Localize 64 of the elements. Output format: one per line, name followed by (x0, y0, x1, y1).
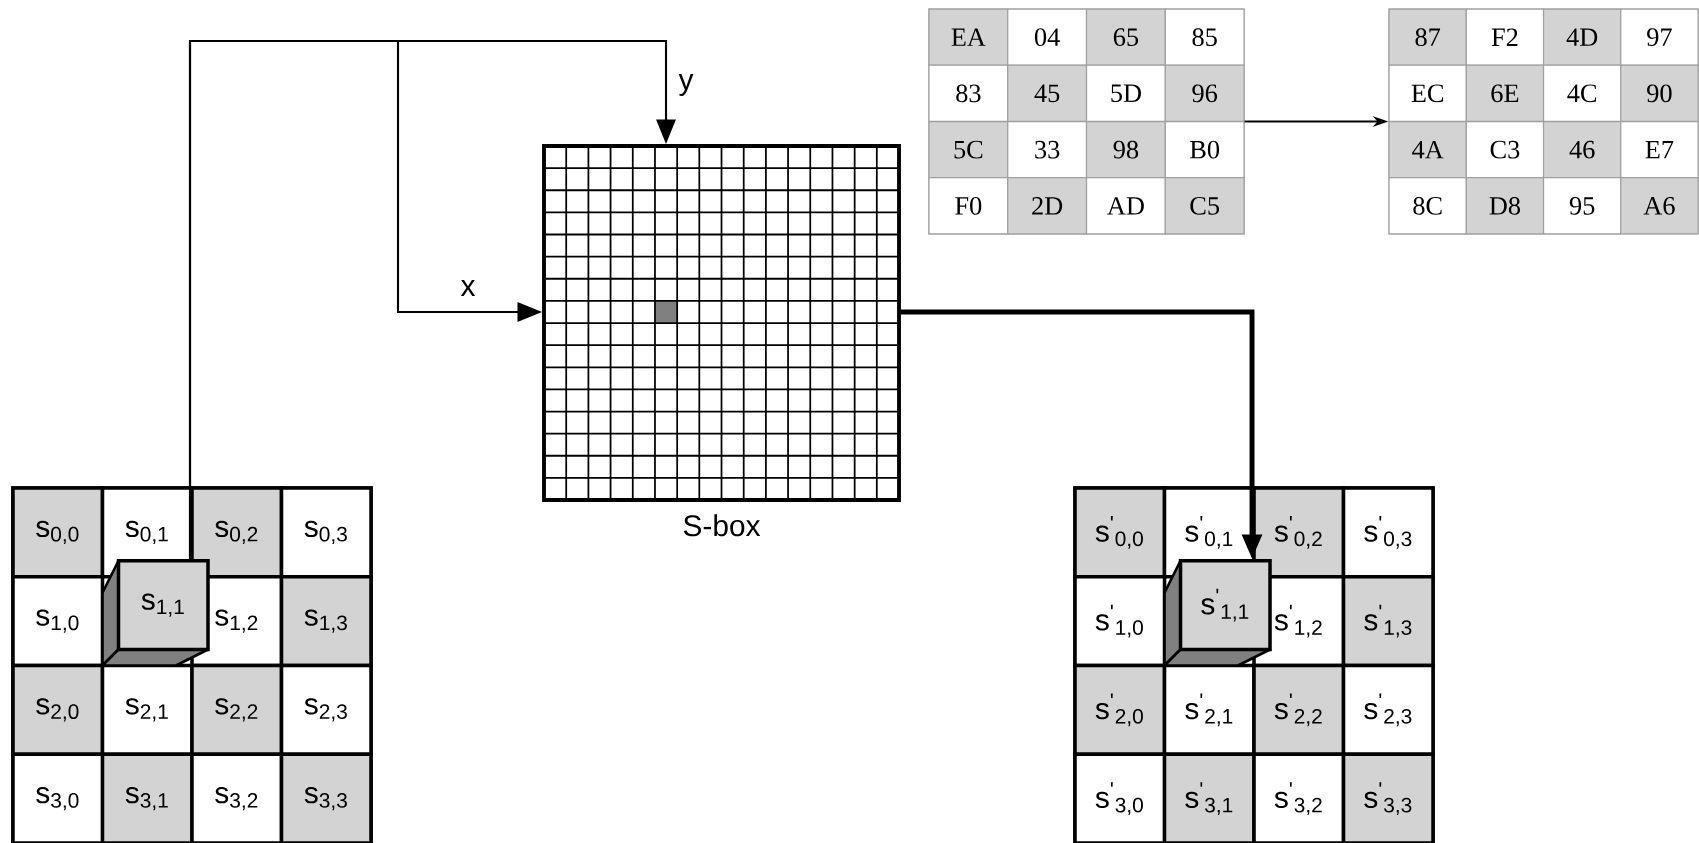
grid-cell: s$^{'}$0,2 (1252, 486, 1346, 579)
table-cell: 85 (1164, 8, 1245, 66)
table-cell: 4D (1542, 8, 1622, 66)
grid-cell: s$^{'}$1,3 (1341, 574, 1435, 668)
table-cell: 96 (1164, 64, 1245, 123)
grid-cell: s$^{'}$0,0 (1073, 486, 1167, 579)
table-cell: 97 (1620, 8, 1699, 66)
table-cell: EC (1388, 64, 1467, 123)
grid-cell: s$_{0,2}$ (190, 486, 284, 579)
grid-cell: s$_{2,0}$ (11, 663, 105, 756)
grid-cell: s$^{'}$3,2 (1252, 752, 1346, 843)
grid-cell: s$_{3,2}$ (190, 752, 284, 843)
table-cell: 5C (928, 120, 1009, 179)
table-cell: 65 (1085, 8, 1166, 66)
grid-cell: s$_{1,0}$ (11, 574, 105, 668)
table-cell: 83 (928, 64, 1009, 123)
s-box-grid: S-box (542, 144, 901, 537)
table-cell: 8C (1388, 177, 1467, 235)
edge-label: x (458, 278, 478, 298)
table-cell: 98 (1085, 120, 1166, 179)
grid-cell: s$^{'}$3,3 (1341, 752, 1435, 843)
table-cell: 33 (1007, 120, 1088, 179)
table-cell: E7 (1620, 120, 1699, 179)
grid-cell: s$^{'}$3,0 (1073, 752, 1167, 843)
table-cell: 2D (1007, 177, 1088, 235)
grid-cell: s$_{2,3}$ (279, 663, 373, 756)
table-cell: F0 (928, 177, 1009, 235)
table-cell: 46 (1542, 120, 1622, 179)
grid-cell: s$^{'}$3,1 (1162, 752, 1256, 843)
grid-cell: s$^{'}$2,2 (1252, 663, 1346, 756)
table-cell: 4A (1388, 120, 1467, 179)
table-cell: AD (1085, 177, 1166, 235)
table-cell: A6 (1620, 177, 1699, 235)
grid-cell: s$^{'}$2,1 (1162, 663, 1256, 756)
node-label: S-box (683, 514, 761, 537)
table-cell: C5 (1164, 177, 1245, 235)
grid-cell: s$_{3,0}$ (11, 752, 105, 843)
table-cell: 4C (1542, 64, 1622, 123)
grid-cell: s$^{'}$1,0 (1073, 574, 1167, 668)
table-cell: EA (928, 8, 1009, 66)
table-cell: 95 (1542, 177, 1622, 235)
grid-cell: s$_{0,3}$ (279, 486, 373, 579)
grid-cell: s$_{3,1}$ (100, 752, 194, 843)
grid-cell: s$_{2,1}$ (100, 663, 194, 756)
table-cell: C3 (1465, 120, 1545, 179)
raised-cell: s$_{1,1}$ (101, 559, 210, 667)
table-cell: 90 (1620, 64, 1699, 123)
raised-cell: s$^{'}$1,1 (1163, 559, 1272, 667)
table-cell: D8 (1465, 177, 1545, 235)
table-cell: 6E (1465, 64, 1545, 123)
grid-cell: s$_{1,3}$ (279, 574, 373, 668)
grid-cell: s$_{3,3}$ (279, 752, 373, 843)
table-cell: 45 (1007, 64, 1088, 123)
grid-cell: s$_{2,2}$ (190, 663, 284, 756)
table-cell: 5D (1085, 64, 1166, 123)
grid-cell: s$_{0,0}$ (11, 486, 105, 579)
grid-cell: s$^{'}$2,0 (1073, 663, 1167, 756)
edge-label: y (676, 72, 696, 98)
grid-cell: s$^{'}$0,3 (1341, 486, 1435, 579)
table-cell: B0 (1164, 120, 1245, 179)
table-cell: 87 (1388, 8, 1467, 66)
grid-cell: s$^{'}$2,3 (1341, 663, 1435, 756)
table-cell: 04 (1007, 8, 1088, 66)
table-cell: F2 (1465, 8, 1545, 66)
